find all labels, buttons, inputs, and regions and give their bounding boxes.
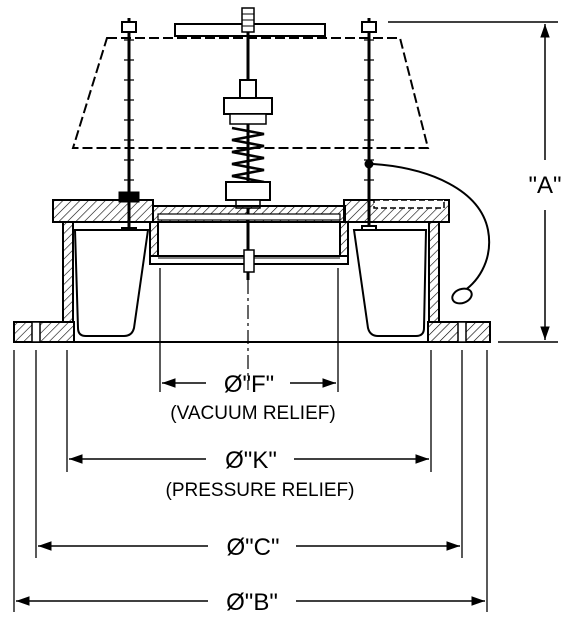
spring-housing <box>223 97 273 125</box>
vacuum-relief-note: (VACUUM RELIEF) <box>170 403 335 424</box>
spring-base <box>225 181 271 209</box>
extension-lines <box>13 268 488 612</box>
pressure-relief-note: (PRESSURE RELIEF) <box>166 480 355 501</box>
dimension-f-label: Ø"F" <box>224 371 274 398</box>
dimension-b-label: Ø"B" <box>226 589 278 616</box>
pallet <box>149 205 349 273</box>
dimension-k-label: Ø"K" <box>225 447 277 474</box>
spring <box>231 126 265 184</box>
dimension-a-label: "A" <box>528 172 561 199</box>
inner-chambers <box>73 229 428 337</box>
lanyard-tag <box>372 163 491 305</box>
dimension-c-label: Ø"C" <box>226 534 279 561</box>
base-flange <box>13 321 491 343</box>
dimension-a <box>388 21 558 343</box>
